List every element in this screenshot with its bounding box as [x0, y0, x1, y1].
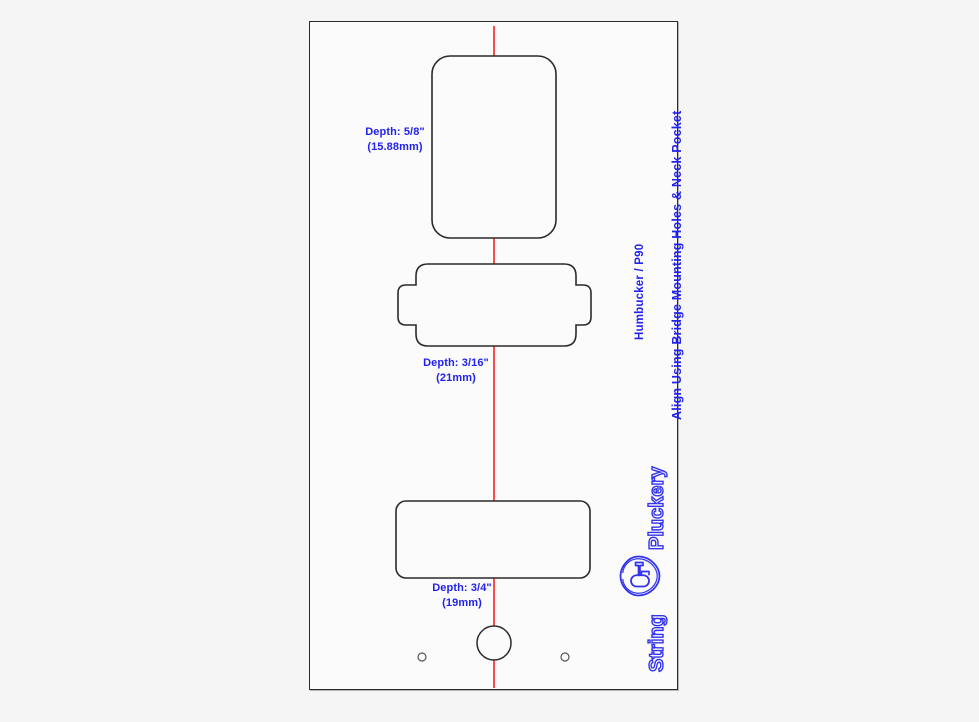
- depth-label-neck-mm: (15.88mm): [367, 141, 423, 153]
- depth-label-middle-inches: Depth: 3/16": [423, 357, 489, 369]
- model-label: Humbucker / P90: [634, 243, 646, 340]
- depth-label-bridge: Depth: 3/4" (19mm): [414, 581, 510, 611]
- depth-label-neck-inches: Depth: 5/8": [365, 126, 425, 138]
- depth-label-middle: Depth: 3/16" (21mm): [408, 356, 504, 386]
- depth-label-middle-mm: (21mm): [436, 372, 476, 384]
- alignment-instruction-label: Align Using Bridge Mounting Holes & Neck…: [670, 110, 684, 420]
- brand-word-string: String: [645, 614, 668, 673]
- brand-word-pluckery: Pluckery: [645, 466, 668, 551]
- depth-label-bridge-mm: (19mm): [442, 597, 482, 609]
- depth-label-bridge-inches: Depth: 3/4": [432, 582, 492, 594]
- guitar-pick-tuning-key-logo-icon: [619, 555, 661, 597]
- depth-label-neck: Depth: 5/8" (15.88mm): [352, 125, 438, 155]
- brand-logo: String Pluckery: [600, 440, 680, 680]
